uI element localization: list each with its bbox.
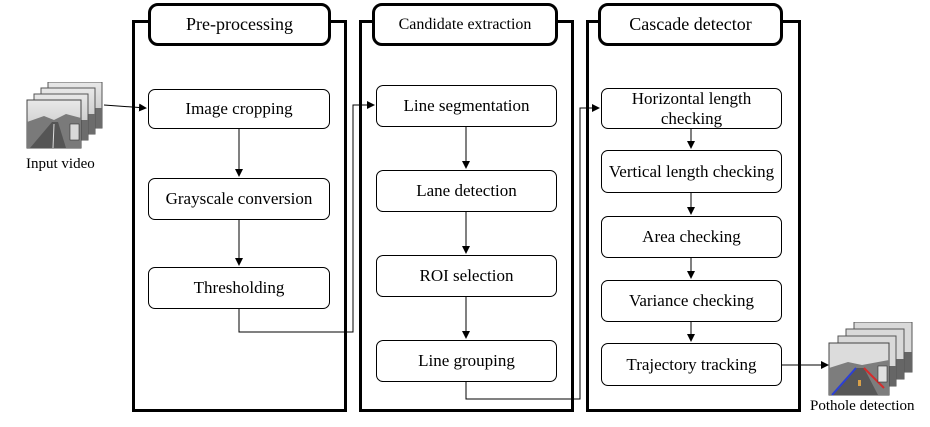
arrow-thresholding-to-segmentation bbox=[238, 101, 375, 333]
step-image-cropping: Image cropping bbox=[148, 89, 330, 129]
step-roi-selection: ROI selection bbox=[376, 255, 557, 297]
arrow-grouping-to-horizontal bbox=[465, 104, 600, 400]
step-trajectory-tracking: Trajectory tracking bbox=[601, 343, 782, 386]
pothole-detection-caption: Pothole detection bbox=[810, 398, 915, 414]
input-video-icon bbox=[26, 81, 104, 150]
pothole-detection-icon bbox=[828, 321, 914, 396]
step-grayscale-conversion: Grayscale conversion bbox=[148, 178, 330, 220]
candidate-extraction-title: Candidate extraction bbox=[372, 3, 558, 46]
cascade-detector-title: Cascade detector bbox=[598, 3, 783, 46]
step-horizontal-length-checking: Horizontal length checking bbox=[601, 88, 782, 129]
step-line-segmentation: Line segmentation bbox=[376, 85, 557, 127]
step-vertical-length-checking: Vertical length checking bbox=[601, 150, 782, 193]
step-line-grouping: Line grouping bbox=[376, 340, 557, 382]
preprocessing-title: Pre-processing bbox=[148, 3, 331, 46]
step-variance-checking: Variance checking bbox=[601, 280, 782, 322]
step-lane-detection: Lane detection bbox=[376, 170, 557, 212]
input-video-caption: Input video bbox=[26, 156, 95, 172]
step-area-checking: Area checking bbox=[601, 216, 782, 258]
step-thresholding: Thresholding bbox=[148, 267, 330, 309]
arrow-input-to-cropping bbox=[103, 103, 147, 112]
